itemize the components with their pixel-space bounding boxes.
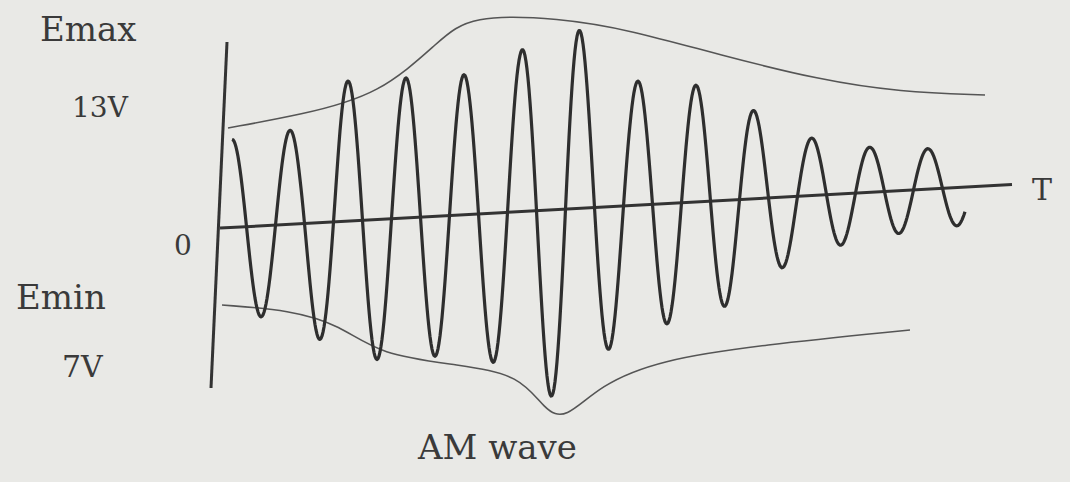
- amplitude-axis: [211, 42, 227, 388]
- min-value: 7V: [62, 352, 103, 382]
- max-value: 13V: [72, 94, 128, 122]
- max-label: Emax: [40, 12, 137, 46]
- origin-label: 0: [174, 232, 192, 260]
- time-label: T: [1032, 175, 1052, 205]
- plot-caption: AM wave: [418, 430, 577, 464]
- modulated-carrier: [232, 31, 965, 396]
- min-label: Emin: [16, 280, 106, 314]
